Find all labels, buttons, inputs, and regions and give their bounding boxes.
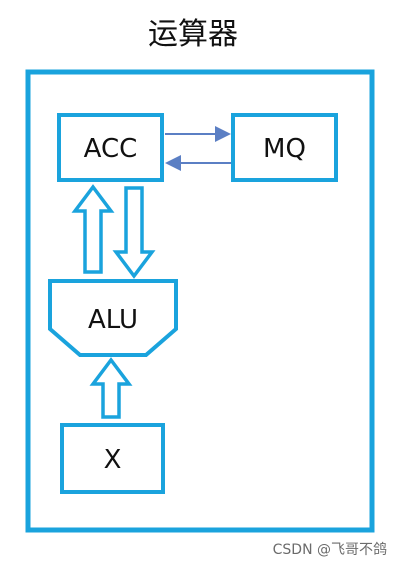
mq-label: MQ	[263, 134, 306, 164]
x-to-alu-hollow-arrow	[89, 357, 133, 419]
acc-register: ACC	[57, 113, 164, 182]
mq-box	[231, 113, 338, 182]
x-box	[60, 423, 165, 494]
diagram-title: 运算器	[148, 17, 238, 52]
alu-unit: ALU	[48, 279, 178, 357]
csdn-watermark: CSDN @飞哥不鸽	[273, 541, 387, 558]
x-label: X	[104, 445, 122, 475]
alu-shape	[48, 279, 178, 357]
alu-to-acc-hollow-arrow	[71, 184, 115, 274]
alu-label: ALU	[88, 305, 138, 335]
acc-label: ACC	[84, 134, 138, 164]
acc-box	[57, 113, 164, 182]
mq-register: MQ	[231, 113, 338, 182]
arithmetic-unit-frame	[25, 69, 375, 533]
acc-to-alu-hollow-arrow	[112, 186, 156, 279]
x-register: X	[60, 423, 165, 494]
